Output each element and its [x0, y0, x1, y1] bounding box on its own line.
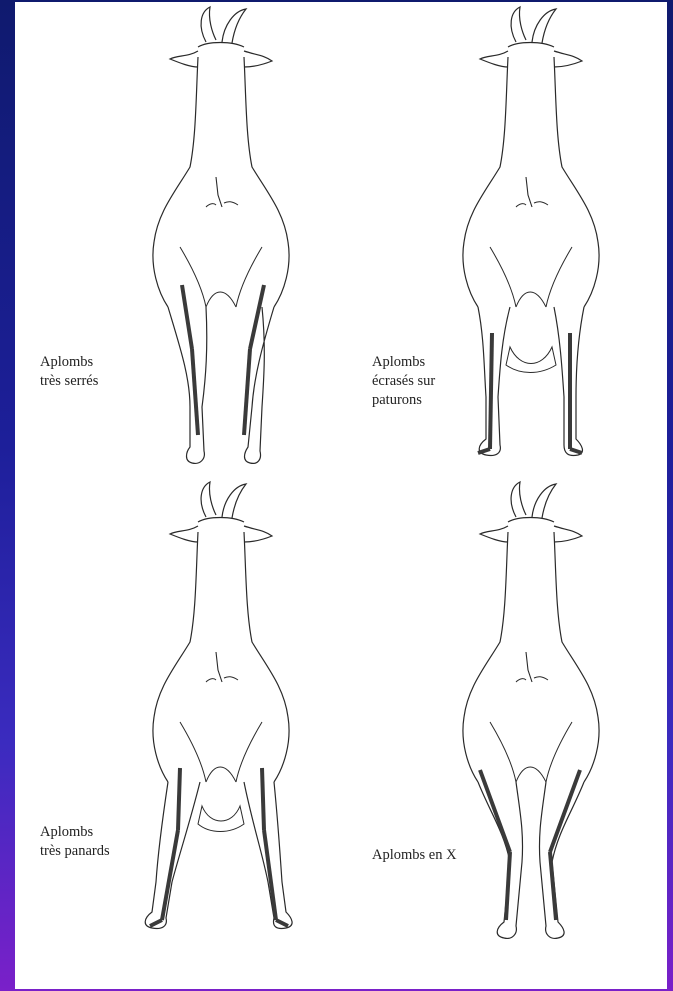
caption-line: écrasés sur	[372, 372, 435, 391]
caption-line: paturons	[372, 391, 435, 410]
caption-line: Aplombs	[372, 353, 435, 372]
caption-line: très serrés	[40, 372, 98, 391]
goat-illustrations	[15, 2, 667, 989]
diagram-sheet: Aplombs très serrés Aplombs écrasés sur …	[15, 2, 667, 989]
caption-line: Aplombs en X	[372, 846, 457, 865]
caption-ecrases-paturons: Aplombs écrasés sur paturons	[372, 353, 435, 410]
caption-en-x: Aplombs en X	[372, 846, 457, 865]
goat-figure-ecrases-paturons	[463, 7, 599, 456]
goat-figure-en-x	[463, 482, 599, 938]
caption-tres-panards: Aplombs très panards	[40, 823, 110, 861]
goat-figure-tres-serres	[153, 7, 289, 463]
leg-axis-marker	[182, 285, 192, 349]
caption-line: Aplombs	[40, 353, 98, 372]
goat-figure-tres-panards	[145, 482, 292, 929]
caption-line: très panards	[40, 842, 110, 861]
caption-line: Aplombs	[40, 823, 110, 842]
caption-tres-serres: Aplombs très serrés	[40, 353, 98, 391]
